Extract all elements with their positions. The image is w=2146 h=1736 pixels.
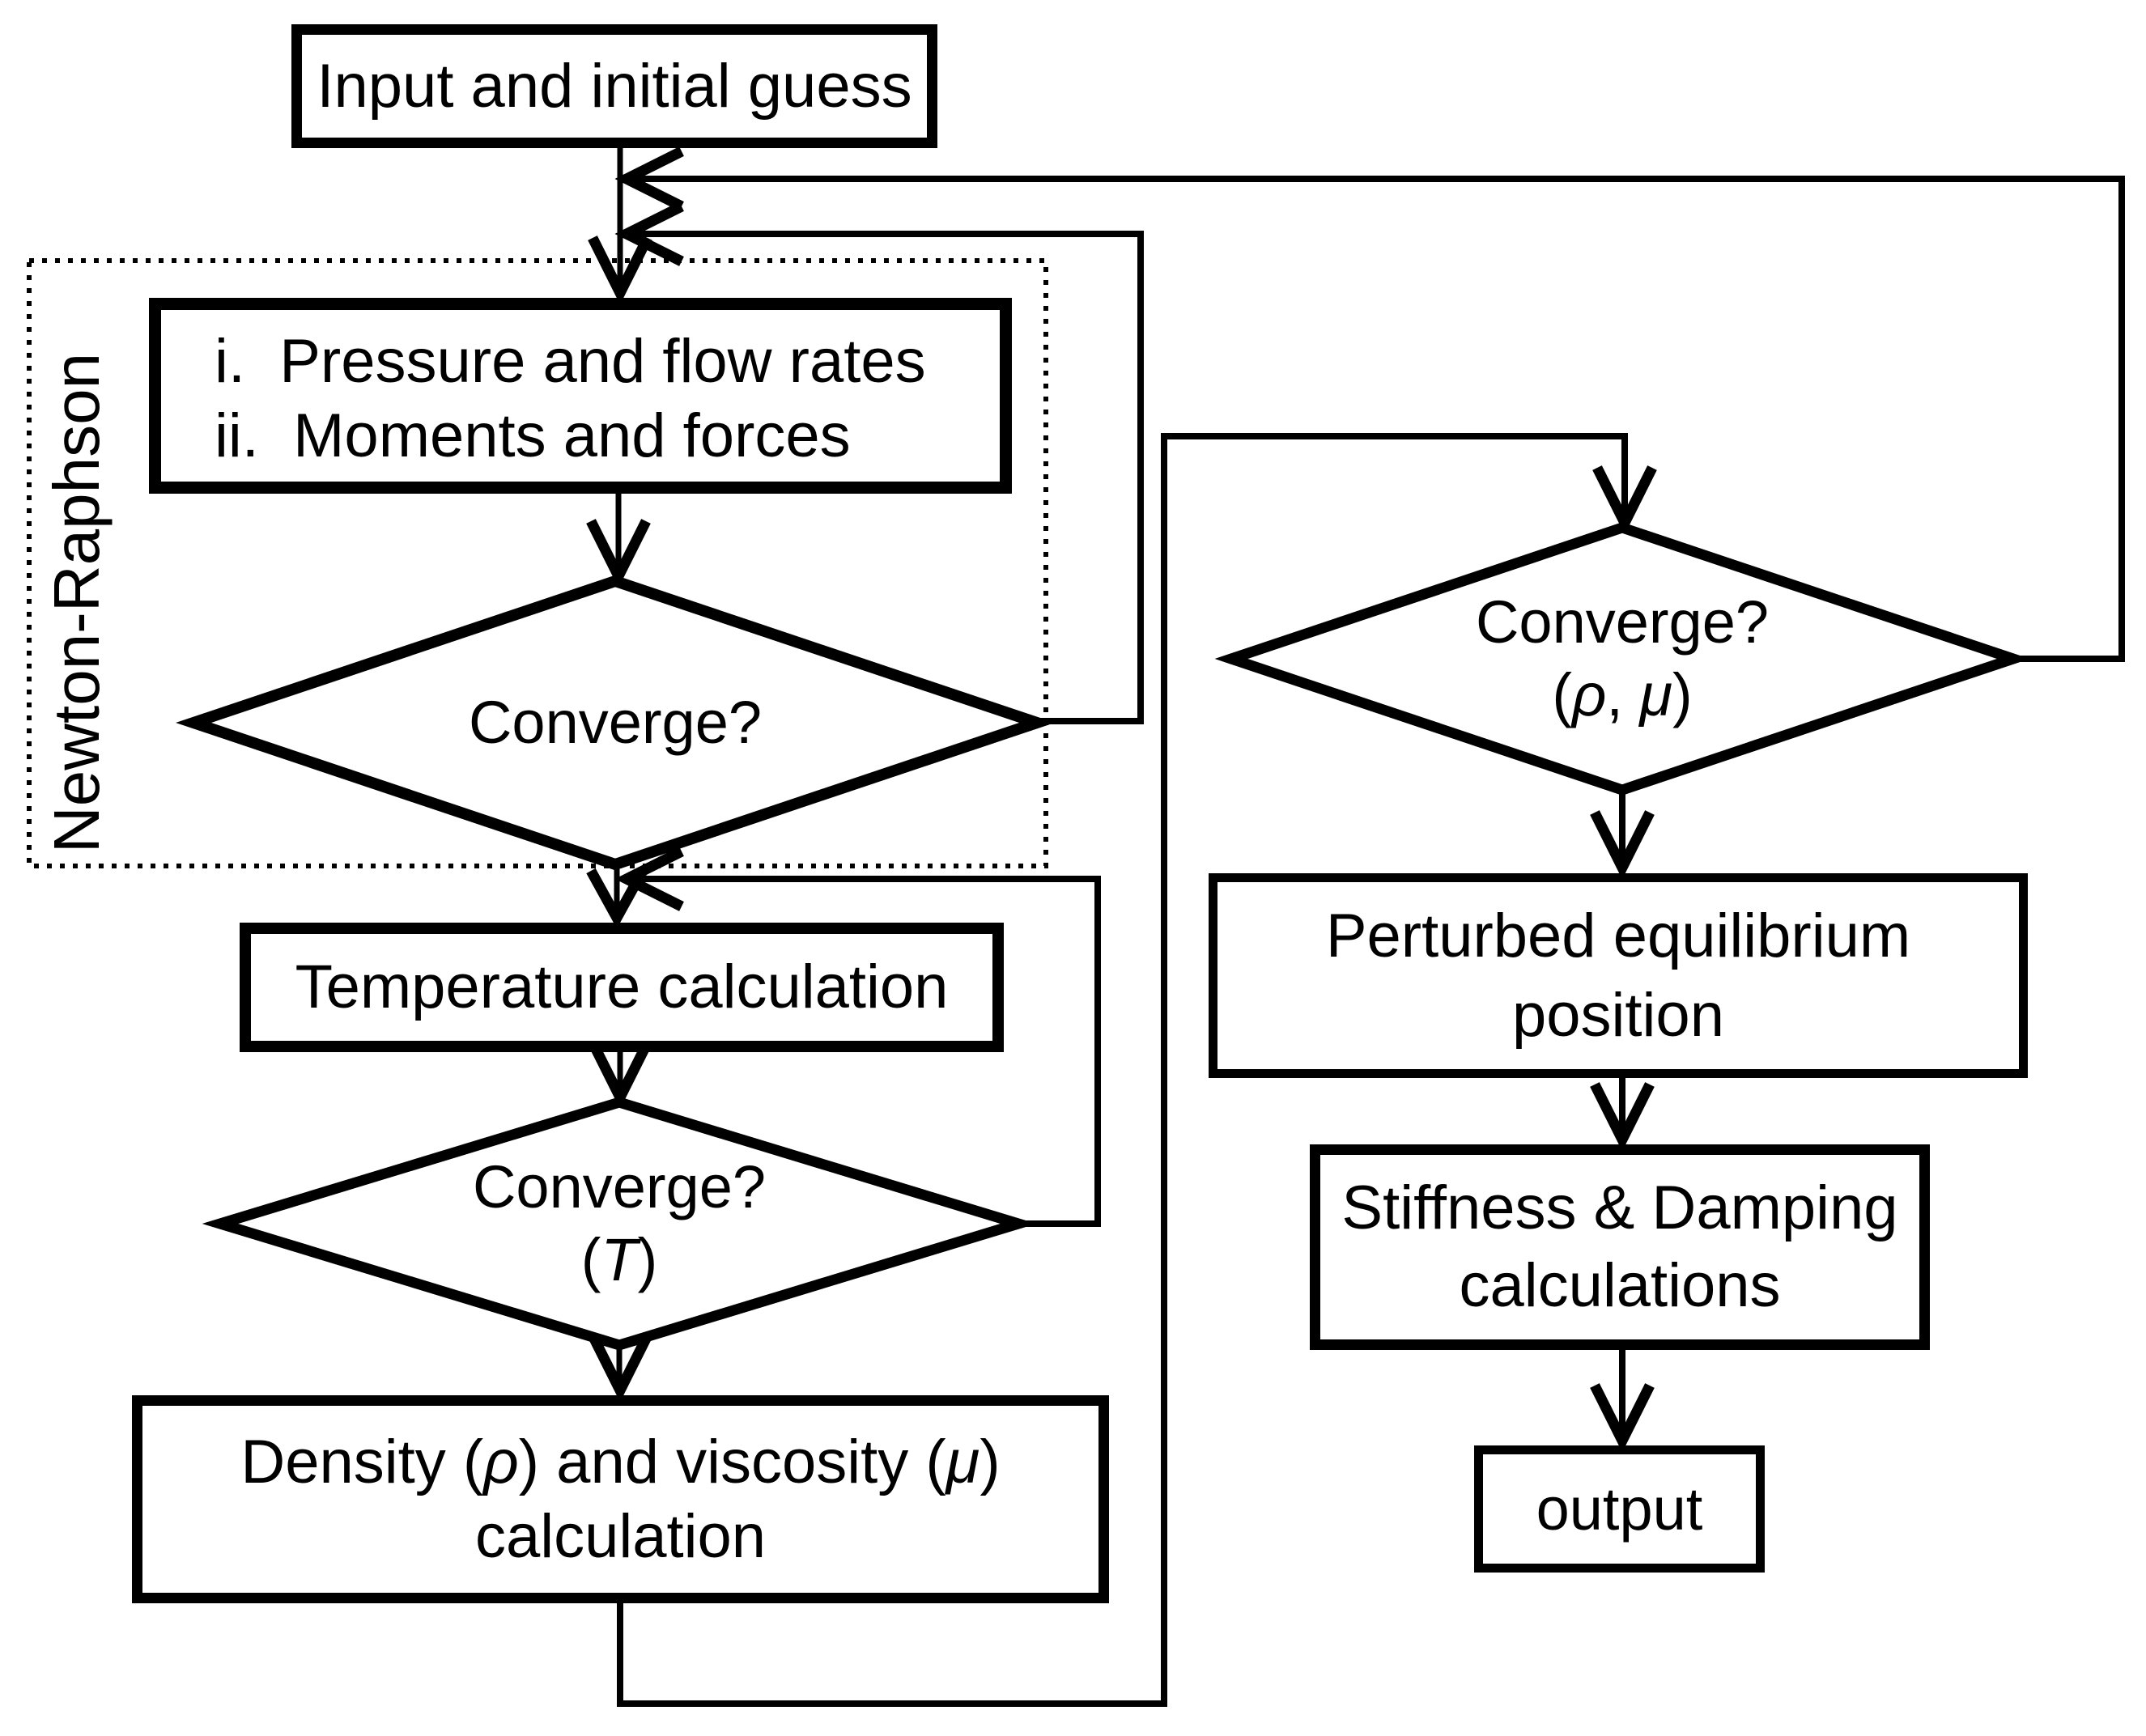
pressure-line-2: ii. Moments and forces <box>215 401 851 470</box>
arrow-merge-rhomu-loop <box>614 146 684 211</box>
node-temperature-label: Temperature calculation <box>295 953 949 1021</box>
arrow-merge-converge1-loop <box>614 202 684 266</box>
node-output: output <box>1474 1445 1765 1573</box>
density-line-1: Density (ρ) and viscosity (μ) <box>240 1427 1001 1496</box>
arrow-into-perturbed <box>1590 810 1655 880</box>
arrow-into-output <box>1590 1383 1655 1453</box>
diamond-converge1 <box>176 575 1055 871</box>
newton-raphson-group-outline <box>27 258 1048 868</box>
stiffness-line-2: calculations <box>1459 1251 1781 1320</box>
edge-density-to-rhomu <box>617 433 1628 1707</box>
node-temperature: Temperature calculation <box>240 923 1004 1052</box>
edge-converge1-loop <box>633 231 1144 724</box>
node-pressure-moments: i. Pressure and flow rates ii. Moments a… <box>149 298 1012 494</box>
edge-converget-loop <box>633 876 1101 1227</box>
arrow-merge-converget-loop <box>614 847 684 911</box>
node-input: Input and initial guess <box>291 24 937 148</box>
density-line-2: calculation <box>474 1501 767 1571</box>
arrow-into-stiffness <box>1590 1082 1655 1152</box>
diamond-converge-rho-mu <box>1214 522 2030 796</box>
perturbed-line-2: position <box>1512 980 1724 1050</box>
diamond-converge-t <box>202 1097 1037 1351</box>
node-input-label: Input and initial guess <box>317 51 912 121</box>
stiffness-line-1: Stiffness & Damping <box>1341 1174 1898 1242</box>
arrowheads <box>586 146 1657 1453</box>
pressure-line-1: i. Pressure and flow rates <box>215 327 926 396</box>
mu-symbol: μ <box>946 1427 980 1496</box>
perturbed-line-1: Perturbed equilibrium <box>1325 901 1911 970</box>
connector-lines <box>614 148 2125 1707</box>
edge-rhomu-loop <box>633 176 2125 662</box>
arrow-into-density <box>588 1333 652 1403</box>
node-density-viscosity: Density (ρ) and viscosity (μ) calculatio… <box>132 1395 1109 1603</box>
node-output-label: output <box>1536 1475 1703 1543</box>
arrow-into-rhomu <box>1592 465 1657 535</box>
node-stiffness-damping: Stiffness & Damping calculations <box>1310 1144 1930 1350</box>
rho-symbol: ρ <box>483 1427 519 1496</box>
arrow-into-pressure <box>588 236 652 305</box>
newton-raphson-group-label: Newton-Raphson <box>40 352 113 854</box>
node-perturbed-equilibrium: Perturbed equilibrium position <box>1209 873 2028 1078</box>
